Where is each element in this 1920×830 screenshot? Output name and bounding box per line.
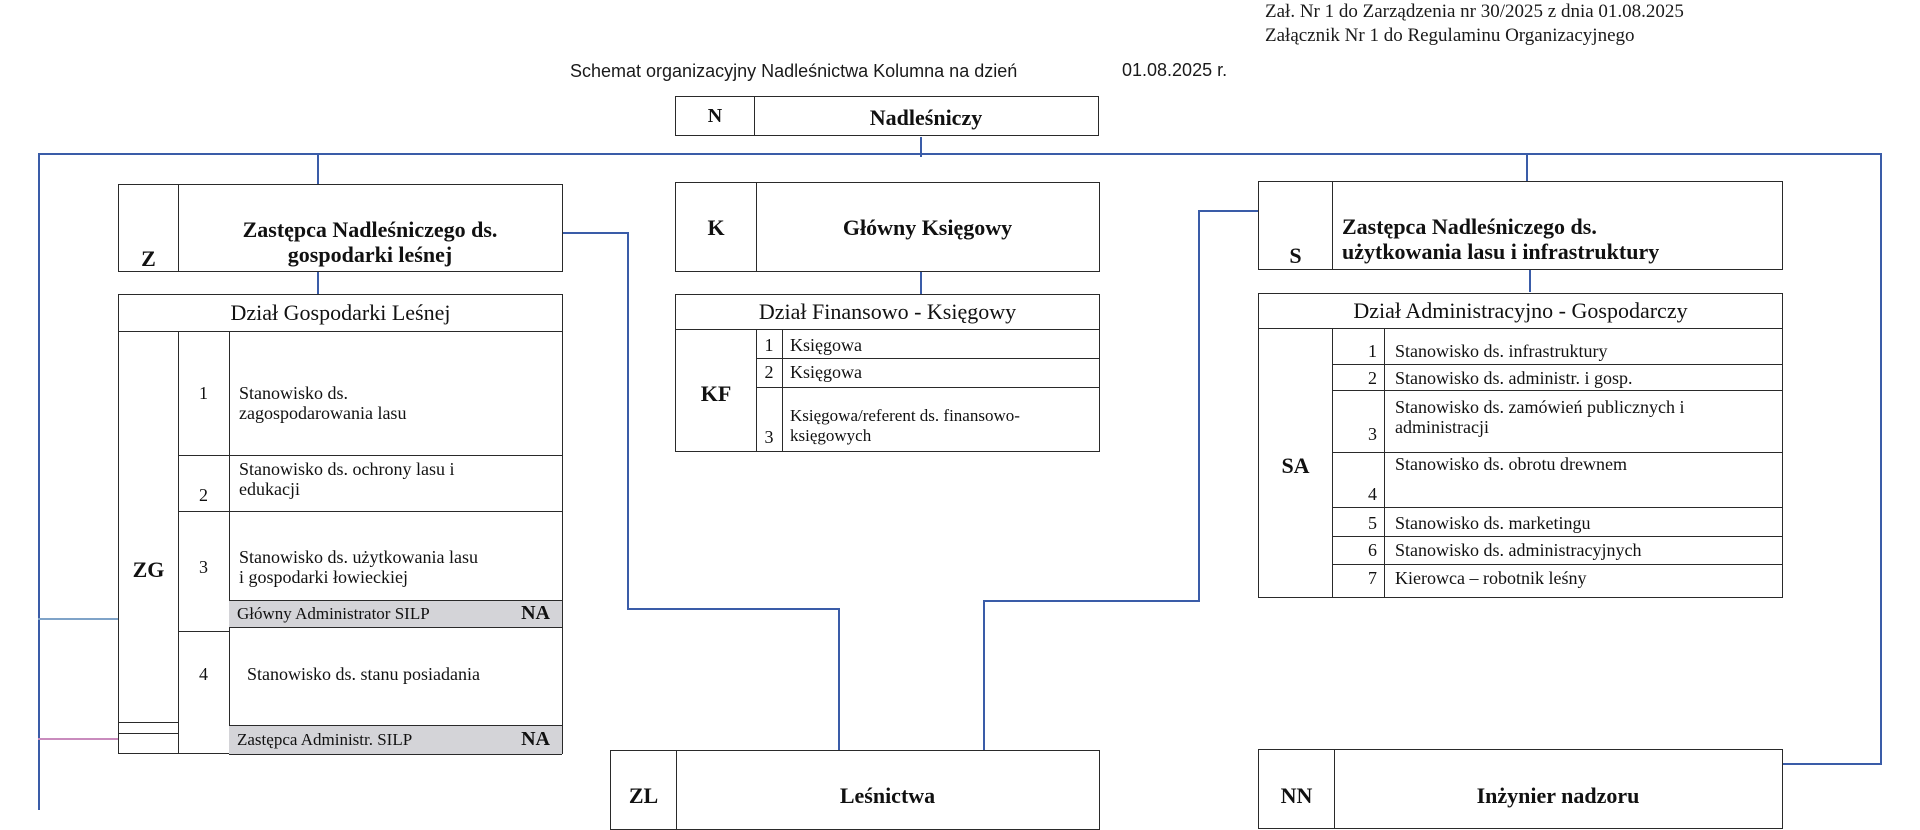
connector-silp-admin [38, 618, 178, 620]
dept-name: Dział Administracyjno - Gospodarczy [1353, 298, 1688, 323]
node-name: Inżynier nadzoru [1476, 783, 1640, 808]
chart-title: Schemat organizacyjny Nadleśnictwa Kolum… [570, 61, 1018, 81]
item-label-cont: administracji [1395, 417, 1489, 437]
connector-left-trunk [38, 153, 40, 810]
node-code: K [707, 215, 725, 240]
item-number: 3 [199, 557, 208, 577]
dept-code: ZG [132, 557, 165, 582]
connector-z-zl-h2 [627, 608, 840, 610]
item-number: 4 [199, 664, 208, 684]
item-number: 2 [1368, 368, 1377, 388]
item-number: 2 [764, 362, 774, 382]
dept-name: Dział Gospodarki Leśnej [230, 300, 451, 325]
na-code: NA [521, 602, 550, 624]
node-nadlesniczy[interactable]: N Nadleśniczy [675, 96, 1099, 136]
node-name-line1: Zastępca Nadleśniczego ds. [242, 217, 498, 242]
node-lesnictwa[interactable]: ZL Leśnictwa [610, 750, 1100, 830]
item-number: 1 [764, 335, 774, 355]
item-number: 7 [1368, 568, 1377, 588]
na-code: NA [521, 728, 550, 750]
connector-right-trunk [1880, 153, 1882, 765]
connector-z-zl-v1 [627, 232, 629, 610]
connector-main-bus [38, 153, 1880, 155]
node-code: ZL [628, 783, 659, 808]
node-name-line1: Zastępca Nadleśniczego ds. [1342, 214, 1597, 239]
node-zastepca-gospodarka[interactable]: Z Zastępca Nadleśniczego ds. gospodarki … [118, 184, 563, 272]
item-label: Stanowisko ds. infrastruktury [1395, 341, 1608, 361]
item-number: 1 [199, 383, 208, 403]
node-name-line2: gospodarki leśnej [287, 242, 453, 267]
dept-gospodarki-lesnej: Dział Gospodarki Leśnej ZG 1 Stanowisko … [118, 294, 563, 755]
node-name-line2: użytkowania lasu i infrastruktury [1342, 239, 1660, 264]
item-number: 3 [1368, 424, 1377, 444]
item-number: 5 [1368, 513, 1377, 533]
na-row-glowny-admin: Główny Administrator SILP NA [229, 600, 562, 628]
connector-z-zl-v2 [838, 608, 840, 750]
connector-to-s [1526, 155, 1528, 182]
item-number: 1 [1368, 341, 1377, 361]
na-label: Zastępca Administr. SILP [237, 730, 413, 749]
node-glowny-ksiegowy[interactable]: K Główny Księgowy [675, 182, 1100, 272]
item-label: Kierowca – robotnik leśny [1395, 568, 1587, 588]
connector-s-zl-h1 [1198, 210, 1258, 212]
item-label: Księgowa [790, 362, 862, 382]
node-code: Z [141, 246, 156, 271]
connector-k-dept [920, 272, 922, 294]
dept-administracyjno-gospodarczy: Dział Administracyjno - Gospodarczy SA 1… [1258, 293, 1783, 598]
item-label-cont: zagospodarowania lasu [239, 403, 407, 423]
item-label-cont: i gospodarki łowieckiej [239, 567, 408, 587]
node-inzynier-nadzoru[interactable]: NN Inżynier nadzoru [1258, 749, 1783, 829]
item-label: Stanowisko ds. administr. i gosp. [1395, 368, 1633, 388]
connector-n-bus [920, 137, 922, 157]
node-name: Leśnictwa [839, 783, 936, 808]
item-label: Stanowisko ds. [239, 383, 349, 403]
item-number: 2 [199, 485, 208, 505]
attachment-reference: Zał. Nr 1 do Zarządzenia nr 30/2025 z dn… [1265, 1, 1684, 22]
item-number: 4 [1368, 484, 1377, 504]
node-name: Nadleśniczy [869, 105, 983, 130]
regulation-reference: Załącznik Nr 1 do Regulaminu Organizacyj… [1265, 25, 1635, 46]
item-label: Stanowisko ds. administracyjnych [1395, 540, 1642, 560]
item-label: Stanowisko ds. obrotu drewnem [1395, 454, 1627, 474]
connector-s-zl-v1 [1198, 210, 1200, 602]
dept-code: KF [700, 381, 732, 406]
connector-silp-deputy [38, 738, 178, 740]
dept-code: SA [1281, 453, 1310, 478]
item-number: 6 [1368, 540, 1377, 560]
item-label: Księgowa [790, 335, 862, 355]
item-label: Stanowisko ds. stanu posiadania [247, 664, 480, 684]
item-label: Księgowa/referent ds. finansowo- [790, 406, 1020, 425]
dept-name: Dział Finansowo - Księgowy [758, 299, 1017, 324]
item-number: 3 [764, 427, 774, 447]
connector-s-zl-v2 [983, 600, 985, 750]
item-label: Stanowisko ds. użytkowania lasu [239, 547, 478, 567]
connector-s-zl-h2 [983, 600, 1200, 602]
dept-finansowo-ksiegowy: Dział Finansowo - Księgowy KF 1 Księgowa… [675, 294, 1100, 452]
node-code: N [707, 105, 723, 127]
node-code: NN [1280, 783, 1313, 808]
connector-s-dept [1529, 270, 1531, 292]
item-label-cont: edukacji [239, 479, 300, 499]
item-label-cont: księgowych [790, 426, 872, 445]
node-zastepca-uzytkowanie[interactable]: S Zastępca Nadleśniczego ds. użytkowania… [1258, 181, 1783, 270]
connector-to-nn [1782, 763, 1882, 765]
node-code: S [1289, 243, 1302, 268]
na-row-zastepca-admin: Zastępca Administr. SILP NA [229, 725, 562, 755]
node-name: Główny Księgowy [842, 215, 1013, 240]
item-label: Stanowisko ds. ochrony lasu i [239, 459, 455, 479]
connector-z-dept [317, 272, 319, 294]
connector-to-z [317, 155, 319, 184]
item-label: Stanowisko ds. marketingu [1395, 513, 1591, 533]
chart-date: 01.08.2025 r. [1122, 60, 1228, 80]
na-label: Główny Administrator SILP [237, 604, 430, 623]
connector-z-zl-h1 [563, 232, 628, 234]
item-label: Stanowisko ds. zamówień publicznych i [1395, 397, 1685, 417]
